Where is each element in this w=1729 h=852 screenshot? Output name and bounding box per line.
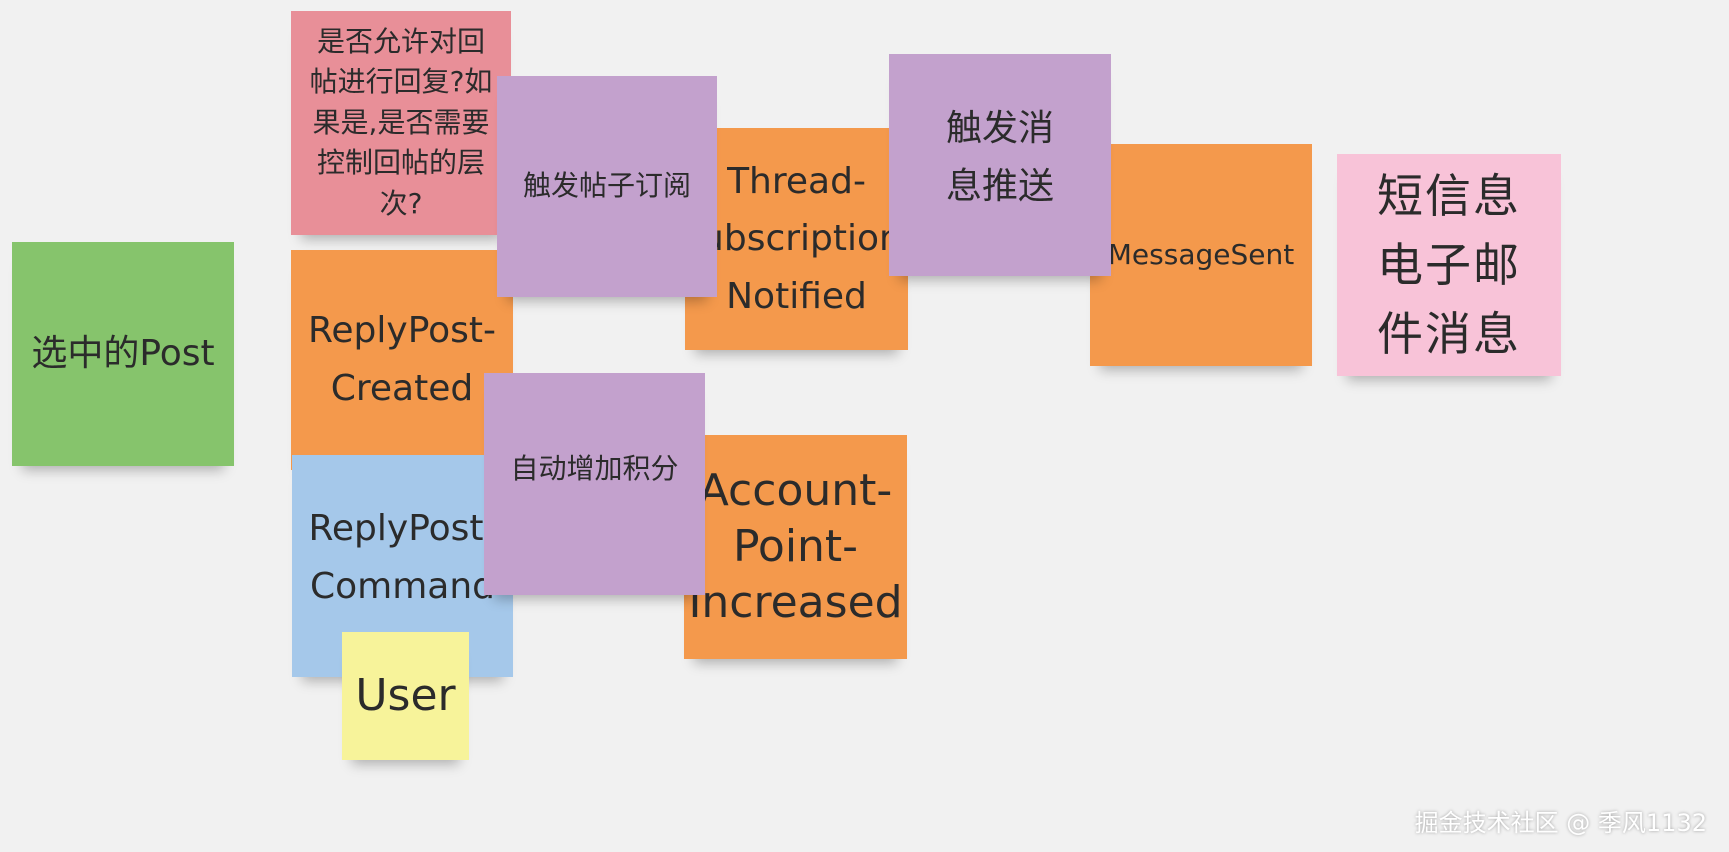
sticky-text: 触发消息推送 [945, 108, 1054, 207]
sticky-text: 选中的Post [31, 333, 215, 375]
sticky-account-point-increased: Account-Point-Increased [684, 435, 907, 659]
sticky-text: ReplyPost-Command [308, 508, 497, 607]
sticky-text: 自动增加积分 [510, 451, 679, 485]
sticky-user: User [342, 632, 469, 760]
sticky-text: User [355, 670, 456, 722]
sticky-text: 短信息电子邮件消息 [1377, 168, 1521, 361]
sticky-text: 是否允许对回帖进行回复?如果是,是否需要控制回帖的层次? [309, 24, 493, 220]
sticky-trigger-subscription: 触发帖子订阅 [497, 76, 717, 297]
sticky-text: Account-Point-Increased [688, 464, 903, 629]
sticky-text: MessageSent [1107, 237, 1295, 271]
sticky-text: ReplyPost-Created [307, 310, 496, 409]
sticky-auto-increase-points: 自动增加积分 [484, 373, 705, 595]
sticky-selected-post: 选中的Post [12, 242, 234, 466]
sticky-sms-email-message: 短信息电子邮件消息 [1337, 154, 1561, 376]
sticky-trigger-message-push: 触发消息推送 [889, 54, 1111, 276]
sticky-thread-subscription-notified: Thread-Subscription-Notified [678, 128, 915, 350]
sticky-text: 触发帖子订阅 [522, 169, 691, 203]
watermark: 掘金技术社区 @ 季风1132 [1414, 809, 1707, 837]
sticky-message-sent: MessageSent [1090, 144, 1312, 366]
sticky-reply-post-created: ReplyPost-Created [291, 250, 513, 470]
sticky-text: Thread-Subscription-Notified [678, 160, 915, 317]
sticky-reply-question: 是否允许对回帖进行回复?如果是,是否需要控制回帖的层次? [291, 11, 511, 235]
